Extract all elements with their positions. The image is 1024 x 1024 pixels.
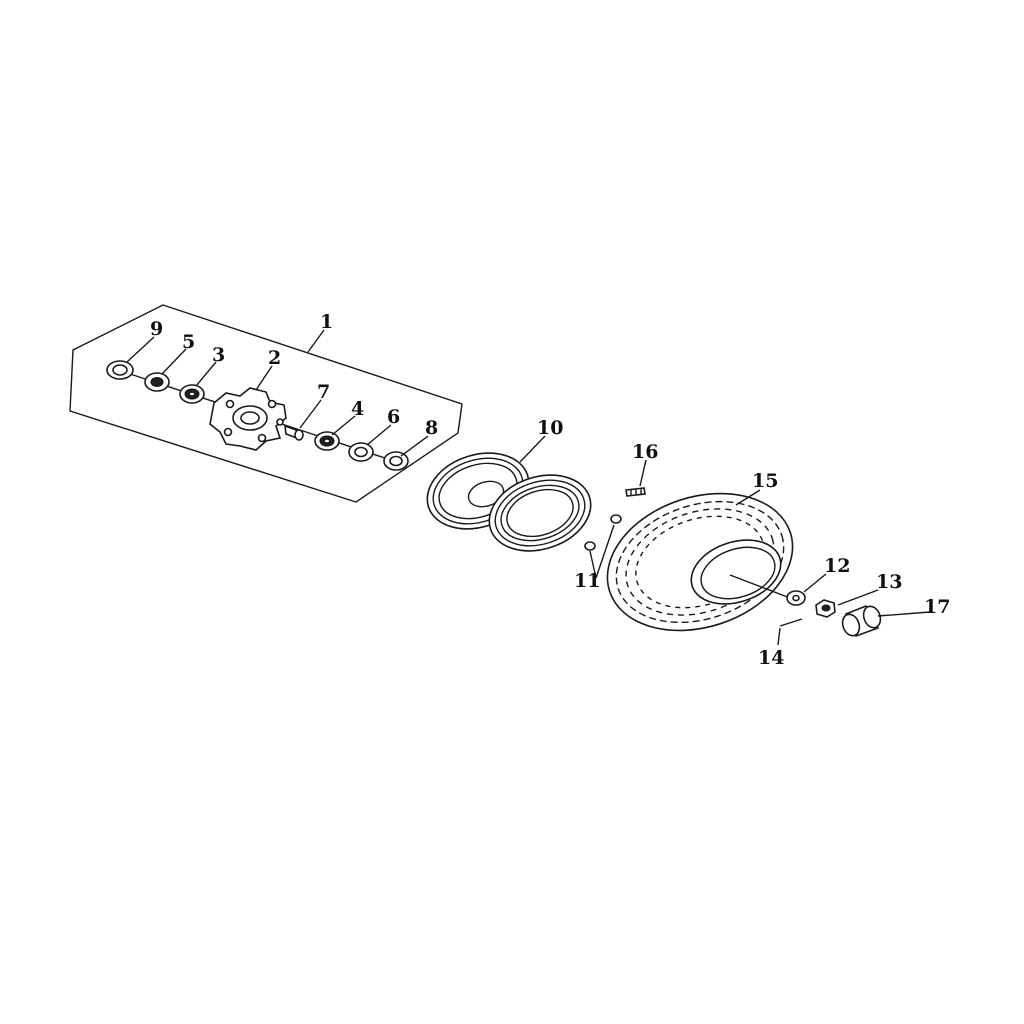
callout-7: 7 (317, 381, 330, 403)
part-17-hub-cap (841, 604, 882, 638)
callout-9: 9 (150, 318, 163, 340)
callout-11: 11 (574, 570, 600, 592)
part-3-bearing (179, 384, 205, 404)
callout-13: 13 (876, 571, 902, 593)
callout-8: 8 (425, 417, 438, 439)
part-16-valve (625, 487, 646, 497)
part-11-bolts (584, 514, 622, 579)
part-8-oil-seal (383, 451, 409, 471)
part-7-spacer (284, 424, 304, 441)
part-13-axle-nut (815, 599, 836, 618)
callout-4: 4 (351, 398, 364, 420)
callout-12: 12 (824, 555, 850, 577)
callout-6: 6 (387, 406, 400, 428)
part-2-wheel-hub (209, 387, 287, 451)
part-15-tire (606, 492, 794, 632)
part-9-oil-seal (106, 360, 134, 380)
callout-3: 3 (212, 344, 225, 366)
callout-16: 16 (632, 441, 658, 463)
part-4-bearing (314, 431, 340, 451)
callout-1: 1 (320, 311, 333, 333)
part-14-cotter-pin (779, 618, 803, 627)
part-12-washer (786, 590, 806, 606)
part-5-bearing (144, 372, 170, 392)
callout-2: 2 (268, 347, 281, 369)
callout-10: 10 (537, 417, 563, 439)
callout-5: 5 (182, 331, 195, 353)
leader-lines (126, 329, 931, 646)
part-6-bearing (348, 442, 374, 462)
hub-assembly-group-outline (69, 304, 463, 503)
callout-15: 15 (752, 470, 778, 492)
callout-17: 17 (924, 596, 950, 618)
part-10-rim (426, 452, 592, 552)
callout-14: 14 (758, 647, 784, 669)
